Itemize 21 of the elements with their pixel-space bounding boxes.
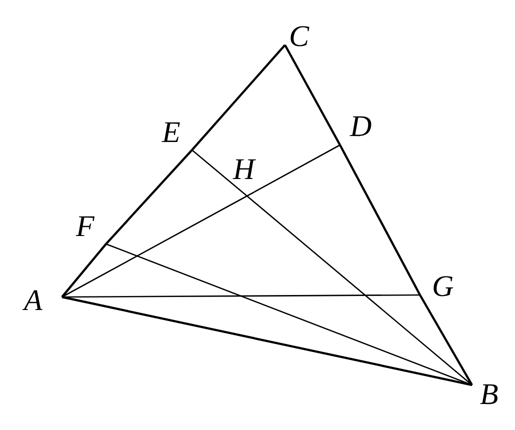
line-segment [191,44,286,151]
line-segment [106,243,472,386]
line-segment [61,243,107,298]
point-label: H [233,155,255,185]
point-label: A [24,286,42,316]
point-label: C [289,22,310,52]
line-segment [339,144,421,296]
line-segment [62,195,248,298]
line-segment [105,149,193,245]
line-segment [62,296,472,386]
point-label: G [432,272,454,302]
line-segment [419,294,473,386]
point-label: B [480,380,498,410]
point-label: F [76,212,94,242]
point-label: D [350,112,372,142]
line-segment [62,294,420,298]
line-segment [246,144,340,197]
point-label: E [162,118,180,148]
line-segment [192,150,248,196]
line-segment [284,44,341,146]
line-segment [246,196,472,386]
